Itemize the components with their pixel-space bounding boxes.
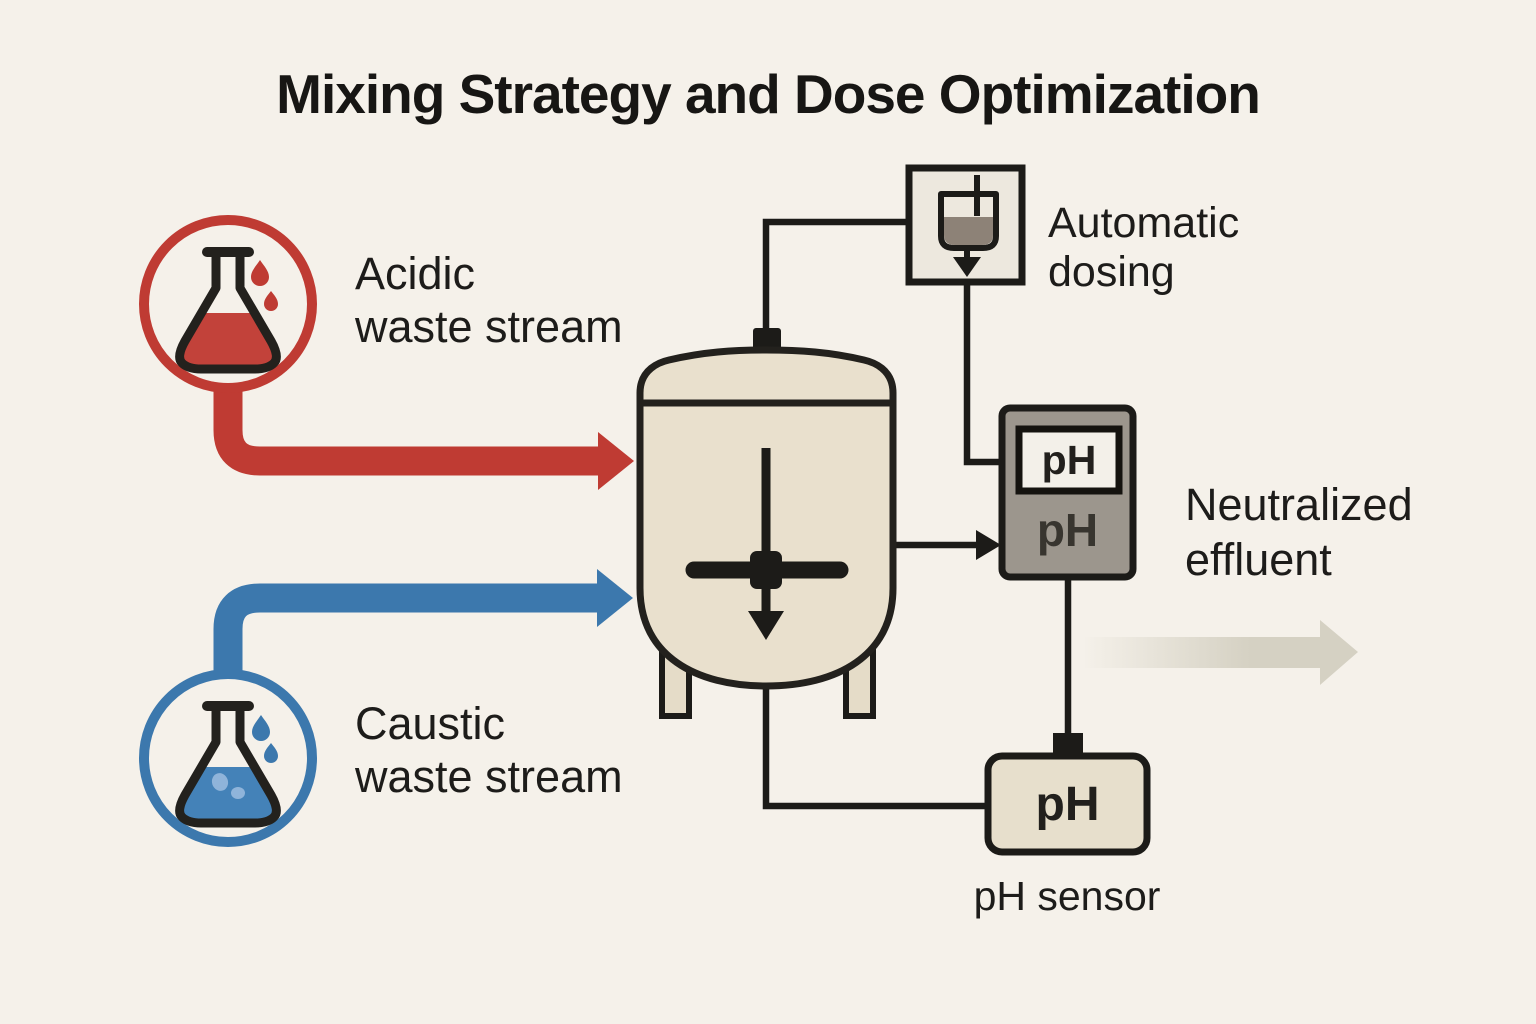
- effluent-label-line1: Neutralized: [1185, 479, 1413, 530]
- ph-sensor-display-text: pH: [1035, 777, 1100, 831]
- ph-controller-display-text: pH: [1041, 436, 1097, 483]
- ph-controller-display: [1015, 425, 1123, 495]
- drop-icon: [264, 291, 278, 311]
- neutralized-effluent-label: Neutralized effluent: [1185, 477, 1413, 587]
- acidic-flask-icon: [175, 247, 281, 374]
- acidic-arrowhead: [598, 432, 634, 490]
- page-title: Mixing Strategy and Dose Optimization: [276, 63, 1261, 125]
- acidic-stream: [139, 215, 634, 490]
- acidic-label-line1: Acidic: [355, 248, 476, 299]
- drop-icon: [252, 715, 270, 741]
- effluent-label-line2: effluent: [1185, 534, 1332, 585]
- caustic-stream: [139, 569, 633, 847]
- arrowhead-to-controller: [976, 530, 1001, 560]
- line-tank-to-dosing: [762, 218, 910, 344]
- ph-sensor-box: [984, 733, 1151, 856]
- ph-controller-box: [998, 404, 1137, 581]
- dosing-label-line1: Automatic: [1048, 199, 1240, 247]
- caustic-arrowhead: [597, 569, 633, 627]
- ph-controller-body-text: pH: [1036, 504, 1099, 556]
- drop-icon: [264, 743, 278, 763]
- caustic-label-line2: waste stream: [355, 751, 623, 802]
- dosing-container-icon: [938, 175, 999, 277]
- dosing-down-arrow: [953, 257, 981, 277]
- caustic-label-line1: Caustic: [355, 698, 506, 749]
- mixing-tank: [636, 328, 897, 719]
- ph-sensor-caption: pH sensor: [973, 873, 1161, 919]
- automatic-dosing-box: [905, 164, 1026, 286]
- drop-icon: [251, 260, 269, 286]
- line-tank-to-sensor: [762, 680, 991, 810]
- line-dosing-to-controller: [963, 279, 1003, 466]
- agitator-icon: [685, 448, 849, 640]
- acidic-stream-label: Acidic waste stream: [355, 247, 623, 353]
- dosing-label-line2: dosing: [1048, 248, 1175, 296]
- effluent-arrow-icon: [1085, 620, 1358, 685]
- acidic-label-line2: waste stream: [355, 301, 623, 352]
- caustic-flask-icon: [175, 701, 281, 828]
- signal-lines: [762, 218, 1072, 810]
- caustic-stream-label: Caustic waste stream: [355, 697, 623, 803]
- automatic-dosing-label: Automatic dosing: [1048, 199, 1239, 297]
